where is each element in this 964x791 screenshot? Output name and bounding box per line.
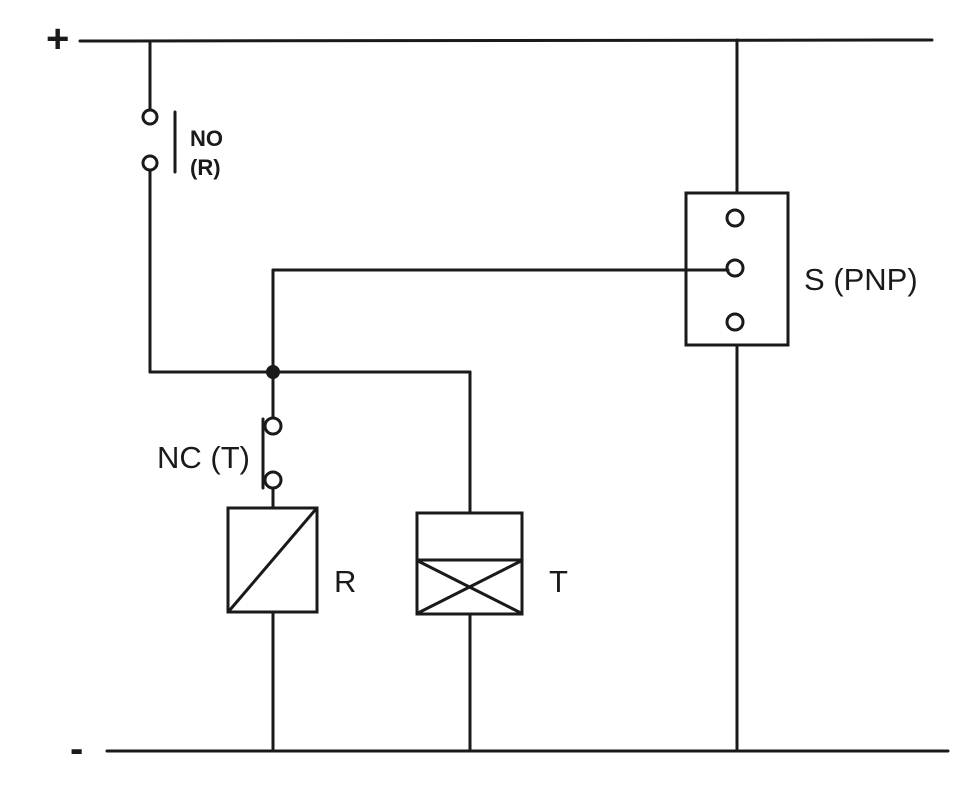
relay-coil-label: R [334,564,356,599]
positive-rail-wire [78,38,934,43]
timer-coil-cross-line-2 [416,559,523,615]
positive-rail-label: + [46,17,69,61]
nc-contact-terminal-top [263,416,283,436]
sensor-terminal-top [725,208,745,228]
no-contact-label-line1: NO [190,126,223,151]
sensor-terminal-middle [725,258,745,278]
timer-coil-box [415,511,524,616]
relay-coil-diagonal [227,507,318,613]
no-contact-label-line2: (R) [190,155,221,180]
sensor-terminal-bottom [725,312,745,332]
nc-contact-terminal-bottom [263,470,283,490]
negative-rail-label: - [70,727,83,771]
no-contact-terminal-bottom [141,154,159,172]
no-contact-terminal-top [141,108,159,126]
timer-coil-label: T [549,564,568,599]
sensor-label: S (PNP) [804,262,918,297]
nc-contact-label: NC (T) [157,440,250,475]
